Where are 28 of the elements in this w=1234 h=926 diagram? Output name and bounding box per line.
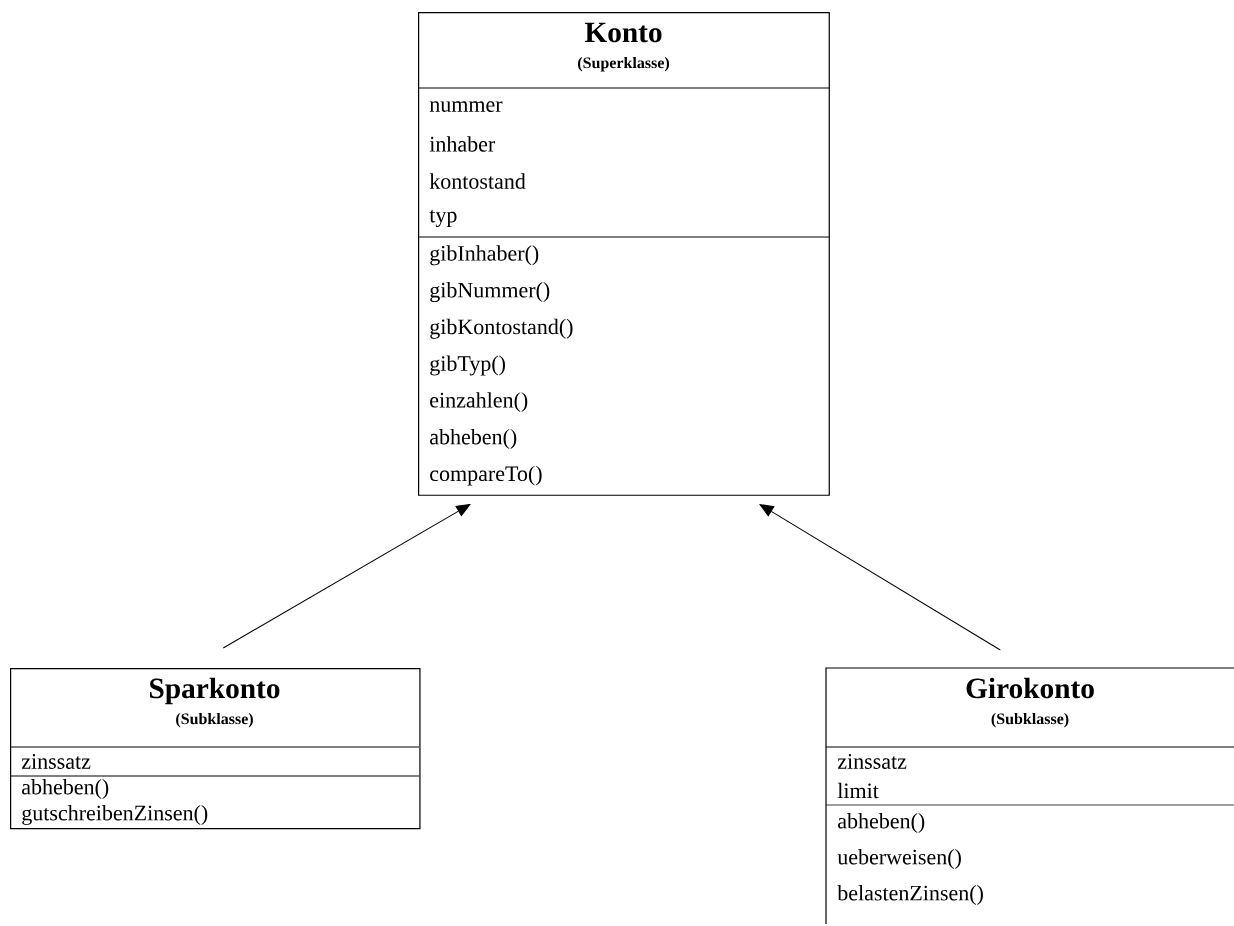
attribute-text: kontostand: [429, 173, 526, 189]
stereotype-label: (Subklasse): [991, 712, 1069, 728]
method-text: gutschreibenZinsen(): [22, 805, 208, 825]
attribute-text: typ: [429, 209, 457, 227]
method-text: abheben(): [838, 813, 925, 833]
class-name: Konto: [584, 22, 662, 43]
class-box: [417, 12, 830, 496]
method-text: gibNummer(): [430, 282, 550, 303]
method-text: gibTyp(): [430, 355, 505, 376]
method-text: ueberweisen(): [837, 849, 961, 869]
class-name: Sparkonto: [150, 677, 280, 705]
stereotype-label: (Subklasse): [176, 712, 253, 728]
method-text: gibKontostand(): [430, 318, 573, 339]
method-text: einzahlen(): [430, 392, 528, 413]
method-text: abheben(): [430, 428, 517, 449]
method-text: belastenZinsen(): [837, 885, 983, 905]
attribute-text: inhaber: [429, 136, 496, 152]
method-text: gibInhaber(): [430, 245, 539, 266]
method-text: abheben(): [22, 779, 109, 799]
stereotype-label: (Superklasse): [578, 56, 669, 72]
class-box: [9, 668, 421, 830]
attribute-text: zinssatz: [21, 754, 91, 769]
attribute-text: zinssatz: [837, 754, 907, 769]
attribute-text: limit: [837, 782, 879, 799]
class-box: [825, 667, 1234, 925]
class-name: Girokonto: [966, 677, 1094, 699]
attribute-text: nummer: [429, 101, 503, 112]
method-text: compareTo(): [430, 465, 542, 486]
